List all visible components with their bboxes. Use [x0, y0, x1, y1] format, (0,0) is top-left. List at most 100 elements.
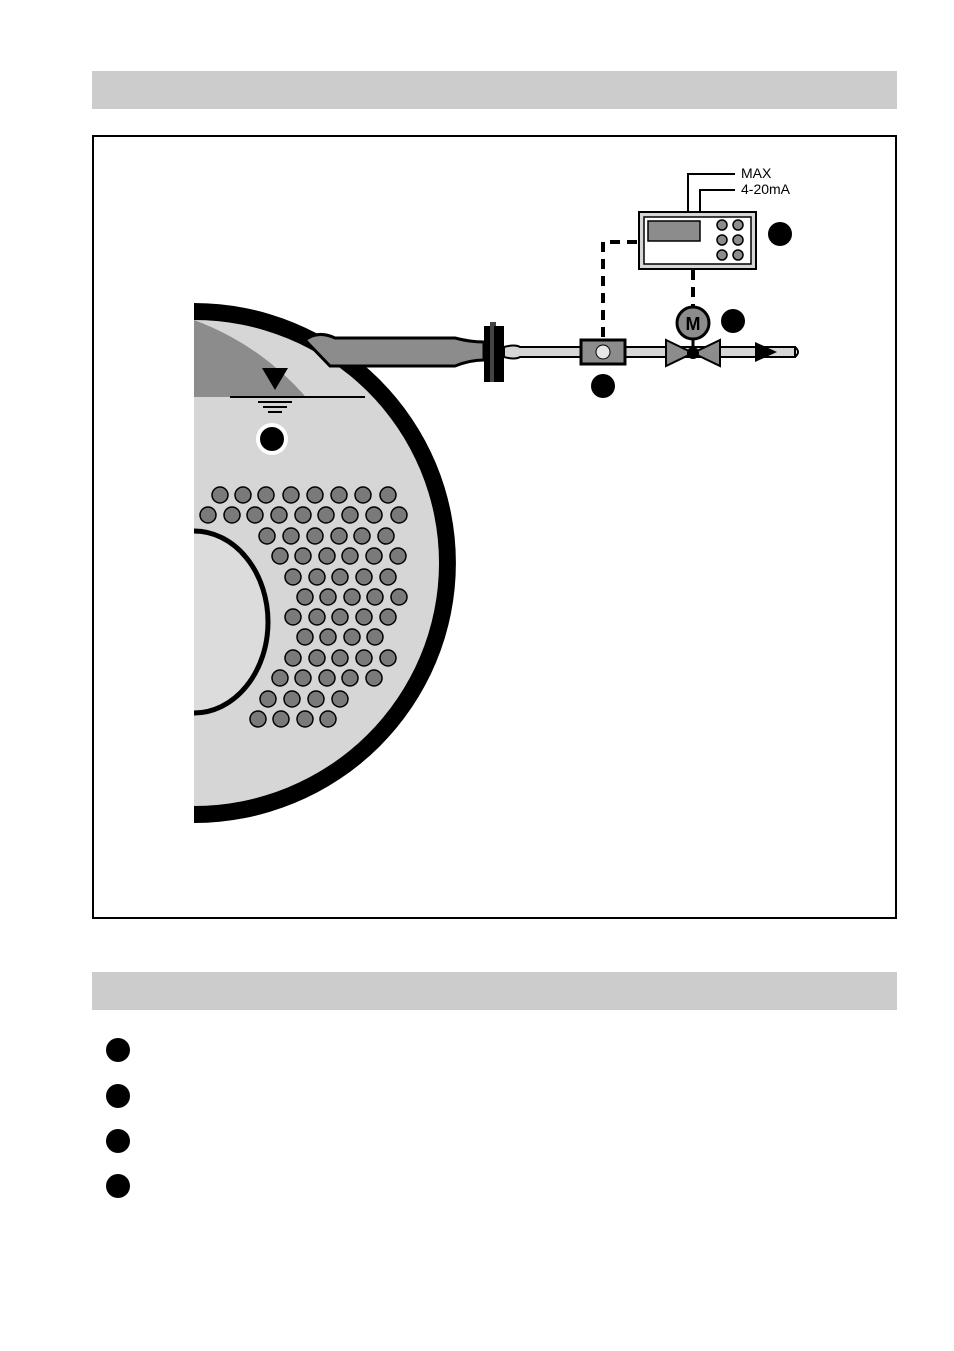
- motor-label: M: [686, 314, 701, 334]
- controller-button: [732, 249, 744, 261]
- water-level-triangle-icon: [262, 368, 288, 390]
- flange-right: [494, 326, 504, 382]
- smoke-tube: [246, 506, 264, 524]
- smoke-tube: [365, 506, 383, 524]
- valve-right-icon: [690, 338, 721, 368]
- flange-left: [484, 326, 494, 382]
- smoke-tube: [379, 568, 397, 586]
- smoke-tube: [379, 608, 397, 626]
- smoke-tube: [257, 486, 275, 504]
- smoke-tube: [308, 649, 326, 667]
- smoke-tube: [331, 608, 349, 626]
- flue-tube: [194, 531, 268, 713]
- smoke-tube: [343, 588, 361, 606]
- smoke-tube: [259, 690, 277, 708]
- flange-gap: [490, 322, 496, 382]
- smoke-tube: [341, 506, 359, 524]
- smoke-tube: [306, 486, 324, 504]
- legend-marker-4: [106, 1174, 130, 1198]
- smoke-tube: [366, 588, 384, 606]
- controller-button: [732, 219, 744, 231]
- smoke-tube: [296, 628, 314, 646]
- smoke-tube: [284, 568, 302, 586]
- controller-buttons: [716, 219, 744, 261]
- smoke-tube: [341, 669, 359, 687]
- smoke-tube: [319, 710, 337, 728]
- controller-display: [647, 220, 701, 242]
- smoke-tube: [296, 710, 314, 728]
- smoke-tube: [366, 628, 384, 646]
- smoke-tube: [296, 588, 314, 606]
- smoke-tube: [331, 649, 349, 667]
- smoke-tube: [390, 588, 408, 606]
- smoke-tube: [294, 669, 312, 687]
- smoke-tube: [307, 690, 325, 708]
- smoke-tube: [379, 649, 397, 667]
- smoke-tube: [354, 486, 372, 504]
- sensor-signal-line: [601, 240, 637, 340]
- smoke-tube: [271, 547, 289, 565]
- smoke-tube: [308, 568, 326, 586]
- smoke-tube: [343, 628, 361, 646]
- controller-button: [732, 234, 744, 246]
- smoke-tube: [319, 588, 337, 606]
- diagram-frame: [92, 135, 897, 919]
- smoke-tube: [331, 568, 349, 586]
- valve-stem: [687, 347, 699, 359]
- smoke-tube: [330, 527, 348, 545]
- marker-valve: [721, 309, 745, 333]
- smoke-tube: [390, 506, 408, 524]
- sensor-window-icon: [595, 344, 611, 360]
- smoke-tube: [317, 506, 335, 524]
- smoke-tube: [318, 547, 336, 565]
- smoke-tube: [355, 608, 373, 626]
- smoke-tube: [365, 547, 383, 565]
- smoke-tube: [211, 486, 229, 504]
- section-header-bar-bottom: [92, 972, 897, 1010]
- smoke-tube: [271, 669, 289, 687]
- smoke-tube: [318, 669, 336, 687]
- legend-marker-3: [106, 1129, 130, 1153]
- smoke-tube: [258, 527, 276, 545]
- smoke-tube: [223, 506, 241, 524]
- smoke-tube: [379, 486, 397, 504]
- smoke-tube: [306, 527, 324, 545]
- flow-arrow-icon: [755, 342, 777, 362]
- section-header-bar-top: [92, 71, 897, 109]
- smoke-tube: [283, 690, 301, 708]
- smoke-tube: [377, 527, 395, 545]
- marker-controller: [768, 222, 792, 246]
- flue-tube-wall: [193, 528, 271, 716]
- smoke-tube: [353, 527, 371, 545]
- smoke-tube: [294, 547, 312, 565]
- smoke-tube: [308, 608, 326, 626]
- smoke-tube: [272, 710, 290, 728]
- smoke-tube: [282, 486, 300, 504]
- valve-left-icon: [665, 338, 696, 368]
- smoke-tube: [282, 527, 300, 545]
- current-output-label: 4-20mA: [741, 181, 791, 197]
- controller-button: [716, 249, 728, 261]
- pipe-end: [794, 346, 799, 358]
- controller-button: [716, 219, 728, 231]
- max-label: MAX: [741, 165, 772, 181]
- smoke-tube: [249, 710, 267, 728]
- smoke-tube-bundle: [199, 486, 408, 728]
- legend-marker-2: [106, 1084, 130, 1108]
- controller-button: [716, 234, 728, 246]
- smoke-tube: [355, 649, 373, 667]
- conductivity-electrode: [302, 333, 486, 368]
- smoke-tube: [365, 669, 383, 687]
- smoke-tube: [199, 506, 217, 524]
- marker-sensor: [591, 374, 615, 398]
- smoke-tube: [319, 628, 337, 646]
- smoke-tube: [284, 608, 302, 626]
- max-output-wire: [687, 173, 735, 212]
- smoke-tube: [270, 506, 288, 524]
- smoke-tube: [389, 547, 407, 565]
- smoke-tube: [284, 649, 302, 667]
- smoke-tube: [294, 506, 312, 524]
- marker-water: [260, 427, 284, 451]
- legend-marker-1: [106, 1038, 130, 1062]
